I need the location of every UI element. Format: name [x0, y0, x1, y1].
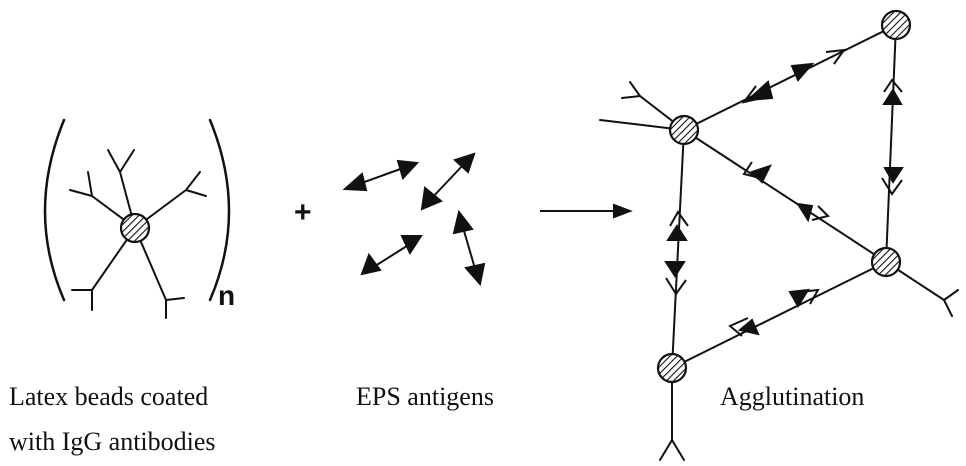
bead-icon [668, 114, 700, 146]
bead-icon [880, 9, 912, 41]
bond-c-b [885, 24, 897, 263]
beads-label-line1: Latex beads coated [9, 382, 209, 411]
antigen-arrow-icon [360, 235, 423, 276]
bound-antigens [664, 48, 904, 337]
bond-a-d [671, 129, 685, 369]
right-parenthesis [208, 118, 231, 302]
antibody-fork [134, 227, 185, 319]
antigen-arrow-icon [342, 159, 420, 192]
plus-sign: + [294, 196, 312, 229]
network-beads [656, 9, 912, 384]
antibody-fork [71, 227, 136, 311]
bead-icon [870, 246, 902, 278]
subscript-n: n [218, 280, 236, 311]
eps-antigens [342, 152, 486, 287]
agglutination-label: Agglutination [720, 382, 865, 411]
bond-b-d [671, 261, 887, 369]
beads-label-line2: with IgG antibodies [9, 427, 216, 456]
bond-a-b [683, 129, 887, 263]
bead-icon [119, 212, 151, 244]
reaction-arrow [540, 203, 633, 219]
bond-a-c [683, 24, 897, 131]
antigen-arrow-icon [452, 209, 486, 287]
left-parenthesis [43, 118, 66, 302]
bead-icon [656, 352, 688, 384]
antigens-label: EPS antigens [356, 382, 494, 411]
antigen-arrow-icon [420, 152, 476, 211]
latex-bead-with-antibodies [43, 118, 231, 319]
